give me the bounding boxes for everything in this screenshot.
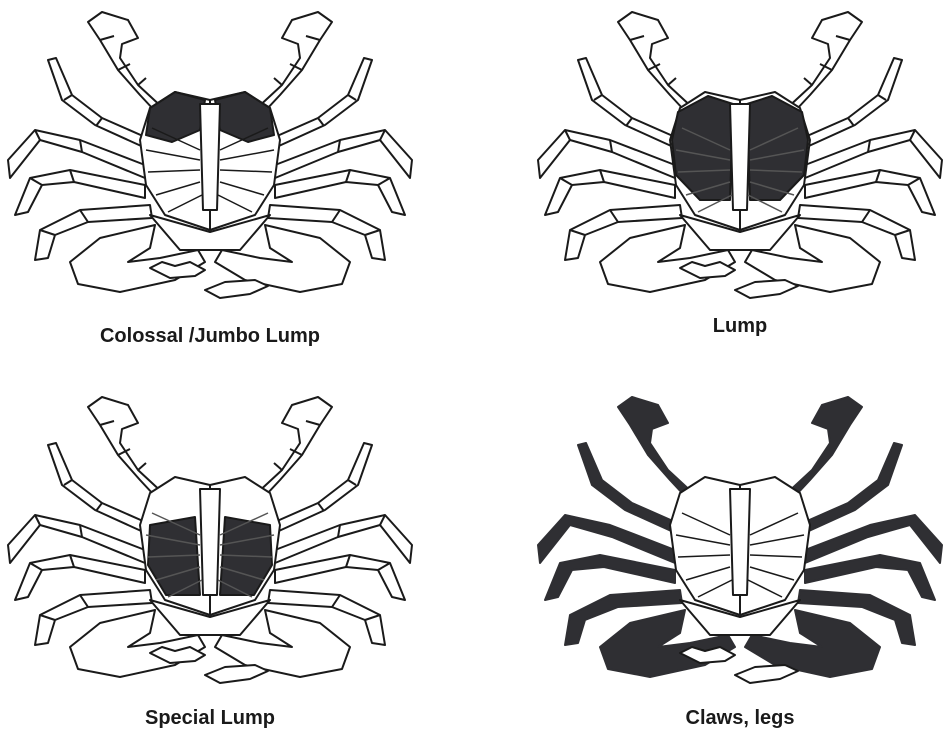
crab-diagram-claws-legs-icon <box>530 385 950 705</box>
arm-joint <box>274 78 282 85</box>
caption-jumbo-lump: Colossal /Jumbo Lump <box>0 325 420 348</box>
crab-panel-claws-legs: Claws, legs <box>530 385 950 733</box>
pincer-lower <box>735 665 798 683</box>
arm-joint <box>668 78 676 85</box>
crab-panel-special-lump: Special Lump <box>0 385 420 733</box>
pincer-lower <box>735 280 798 298</box>
sternum <box>200 489 220 595</box>
crab-panel-lump: Lump <box>530 0 950 360</box>
crab-diagram-lump-icon <box>530 0 950 320</box>
arm-joint <box>138 463 146 470</box>
caption-claws-legs: Claws, legs <box>530 707 950 730</box>
caption-lump: Lump <box>530 315 950 338</box>
crab-diagram-special-lump-icon <box>0 385 420 705</box>
arm-joint <box>274 463 282 470</box>
pincer-lower <box>205 280 268 298</box>
crab-panel-jumbo-lump: Colossal /Jumbo Lump <box>0 0 420 360</box>
sternum <box>730 489 750 595</box>
pincer-lower <box>205 665 268 683</box>
arm-joint <box>804 78 812 85</box>
caption-special-lump: Special Lump <box>0 707 420 730</box>
sternum <box>730 104 750 210</box>
crab-diagram-jumbo-lump-icon <box>0 0 420 320</box>
arm-joint <box>138 78 146 85</box>
sternum <box>200 104 220 210</box>
